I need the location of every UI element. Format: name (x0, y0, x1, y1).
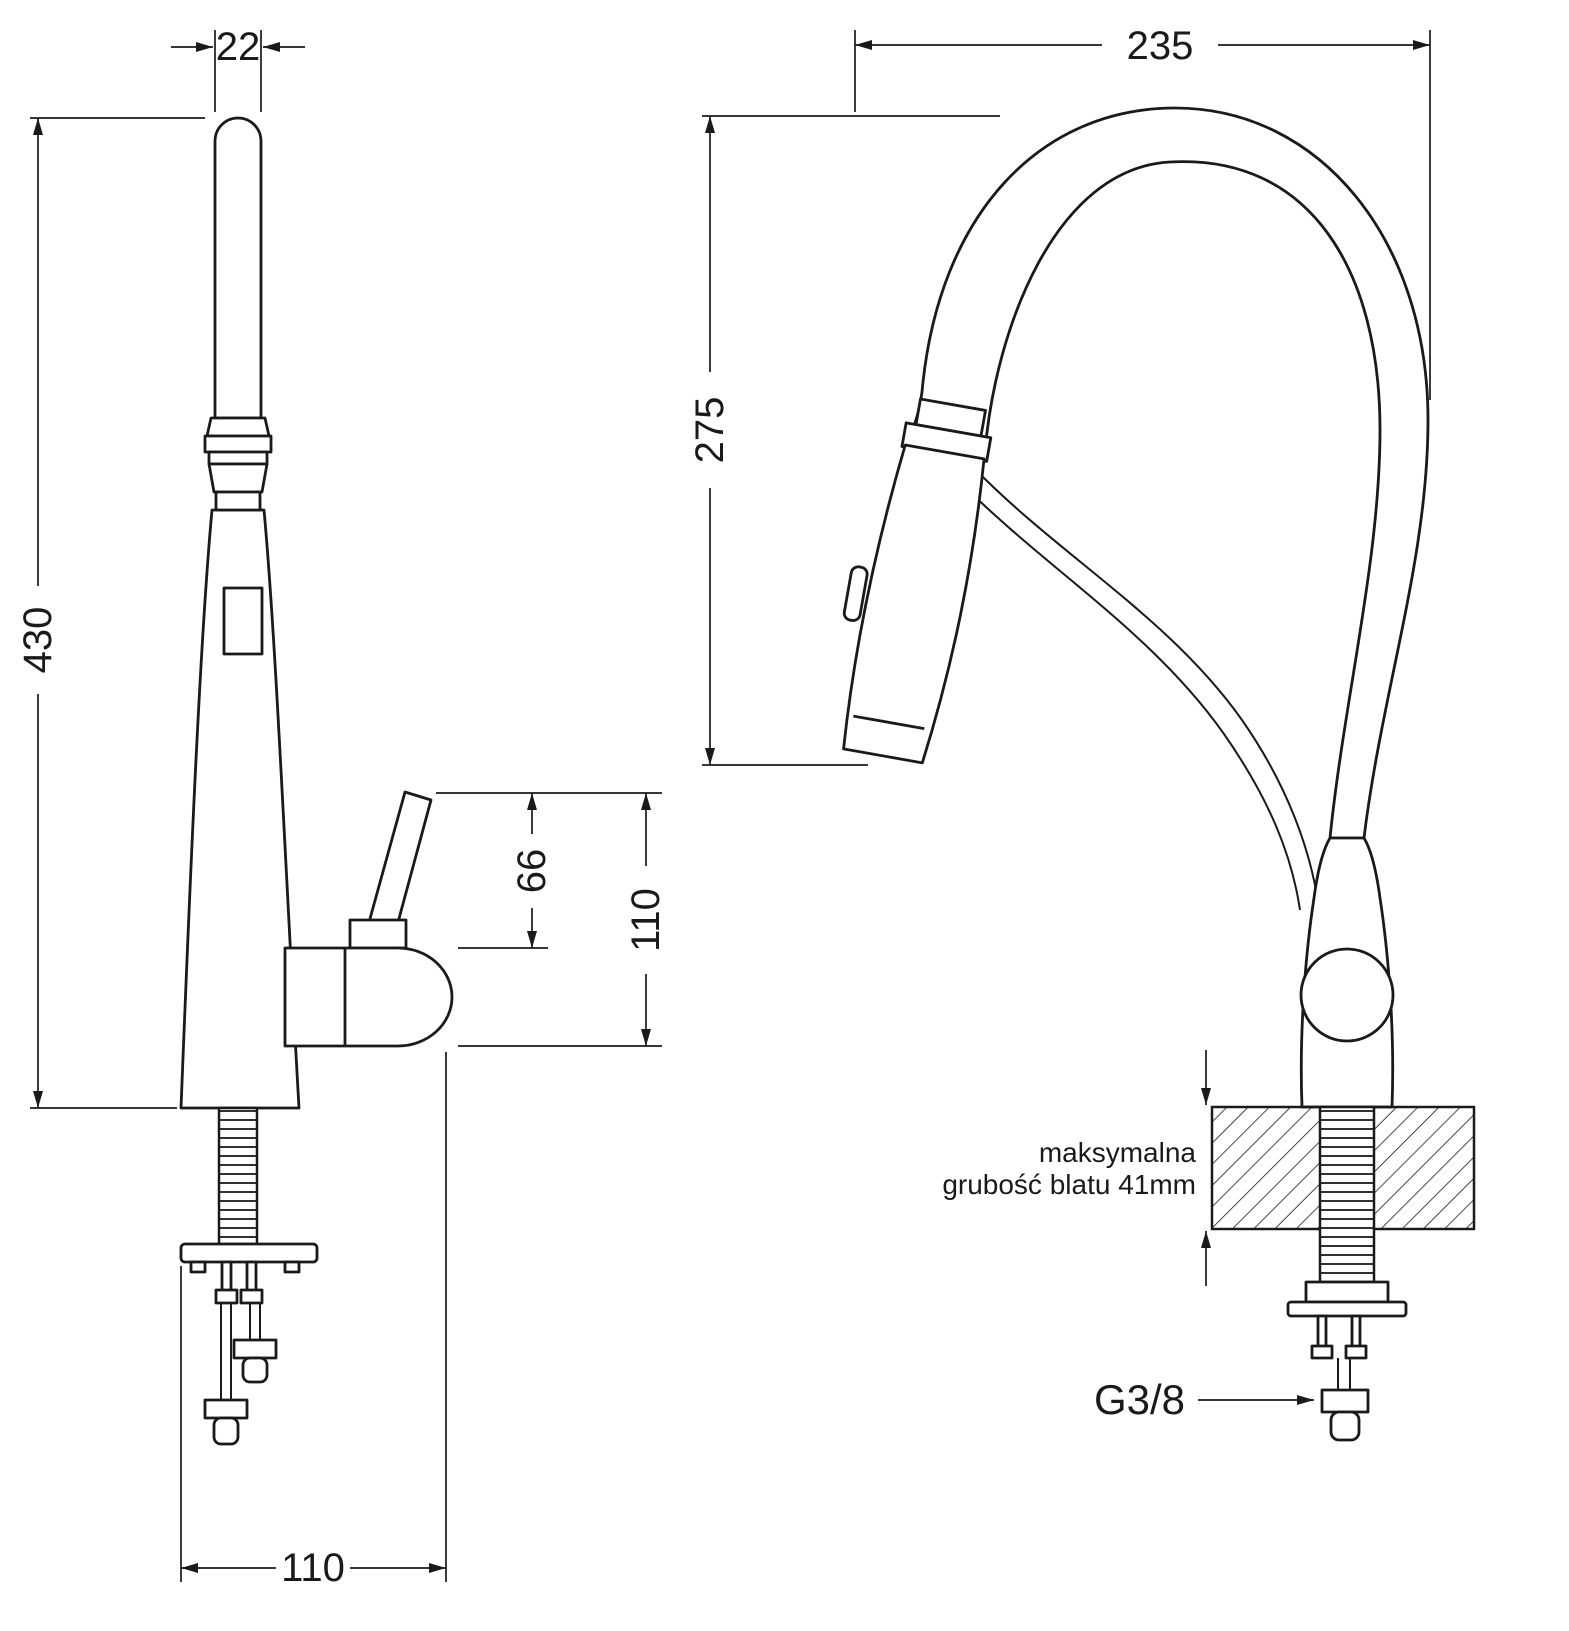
dim-spout-height: 275 (688, 115, 1000, 766)
label-mask (16, 586, 60, 694)
dim-spout-width-label: 22 (216, 25, 261, 69)
label-mask (688, 372, 732, 488)
dim-spout-height-label: 275 (688, 397, 732, 464)
plate-foot (283, 1260, 301, 1274)
shank-nut (1304, 1280, 1390, 1304)
label-mask (512, 834, 552, 908)
label-mask (276, 1546, 350, 1590)
faucet-body (179, 508, 301, 1110)
nozzle-line (853, 714, 925, 731)
hose-nut (203, 1398, 249, 1420)
mounting-bracket (1286, 1300, 1408, 1318)
threaded-shank (1318, 1105, 1376, 1284)
label-mask (626, 866, 666, 974)
spout-tube (213, 116, 263, 420)
countertop-note: maksymalna grubość blatu 41mm (942, 1050, 1211, 1286)
thread-callout: G3/8 (1094, 1376, 1314, 1423)
dim-lever-height: 66 (436, 792, 662, 949)
handle-housing (283, 946, 454, 1048)
stud-nut (1310, 1344, 1334, 1360)
spray-button (842, 565, 869, 622)
aerator-ring (207, 450, 269, 466)
stud-nut (1344, 1344, 1368, 1360)
stud-nut (214, 1288, 239, 1305)
plate-foot (189, 1260, 207, 1274)
dim-total-height: 430 (16, 117, 205, 1109)
dim-lever-height-label: 66 (510, 849, 554, 894)
pulldown-hose (975, 469, 1319, 903)
countertop-note-line1: maksymalna (1039, 1137, 1197, 1168)
stud-nut (239, 1288, 264, 1305)
display-window (222, 586, 264, 656)
aerator-collar (205, 416, 271, 438)
hose-nut (232, 1338, 278, 1360)
dim-handle-height: 110 (458, 793, 668, 1047)
aerator-ring (203, 434, 273, 454)
hose-end (241, 1356, 269, 1384)
dim-spout-reach: 235 (854, 24, 1431, 400)
mounting-plate (179, 1242, 319, 1264)
aerator-taper (207, 462, 269, 494)
countertop-note-line2: grubość blatu 41mm (942, 1169, 1196, 1200)
hose-end (1329, 1410, 1361, 1442)
dim-handle-height-label: 110 (624, 888, 668, 952)
label-mask (1102, 24, 1218, 68)
dim-base-depth-label: 110 (281, 1546, 345, 1590)
hose-nut (1320, 1388, 1370, 1414)
dim-base-depth: 110 (180, 1052, 447, 1590)
thread-size-label: G3/8 (1094, 1376, 1185, 1423)
spout-neck (214, 490, 262, 512)
ball-joint (1299, 947, 1395, 1043)
dim-spout-width: 22 (171, 25, 305, 112)
dim-spout-reach-label: 235 (1127, 24, 1194, 68)
right-view: 235 275 maksymalna grubość blatu 41mm G3… (688, 24, 1476, 1442)
lever-boss (348, 918, 408, 950)
pulldown-hose (961, 483, 1301, 911)
left-view: 22 430 66 110 (16, 25, 668, 1590)
spray-head-body (842, 443, 986, 765)
hose-end (212, 1416, 240, 1446)
spray-head (842, 397, 993, 765)
threaded-shank (217, 1106, 259, 1246)
dim-total-height-label: 430 (16, 607, 60, 674)
